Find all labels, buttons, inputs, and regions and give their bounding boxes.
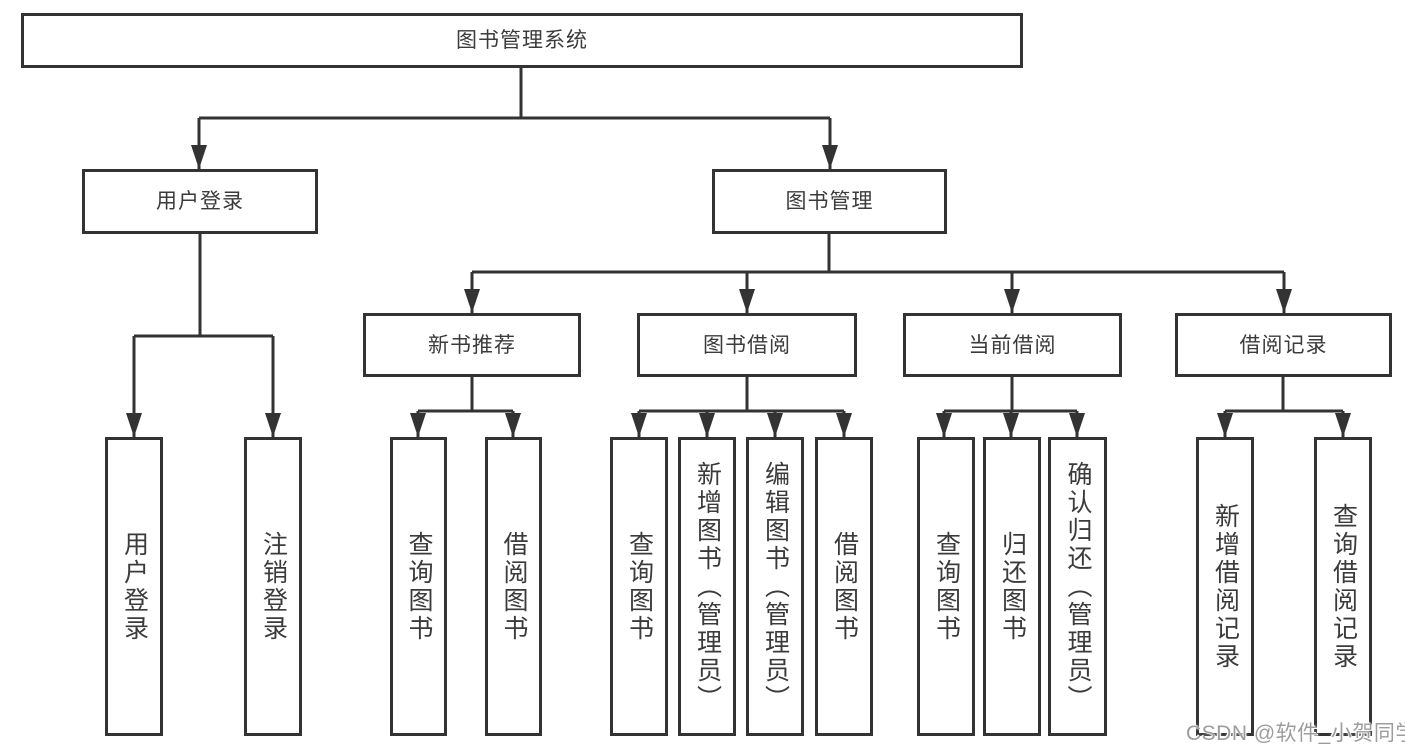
node-borrow-records: 借阅记录 bbox=[1175, 313, 1392, 377]
connector-trunk-lines bbox=[134, 68, 1343, 413]
leaf-query-borrow-record: 查询借阅记录 bbox=[1314, 437, 1372, 736]
csdn-watermark: CSDN @软件_小贺同学 bbox=[1186, 722, 1405, 745]
leaf-borrow-books-recommend: 借阅图书 bbox=[485, 437, 542, 736]
leaf-edit-books-admin: 编辑图书（管理员） bbox=[746, 437, 804, 736]
node-current-borrowing: 当前借阅 bbox=[903, 313, 1122, 377]
leaf-add-borrow-record: 新增借阅记录 bbox=[1196, 437, 1254, 736]
leaf-return-books: 归还图书 bbox=[983, 437, 1041, 736]
leaf-confirm-return-admin: 确认归还（管理员） bbox=[1048, 437, 1107, 736]
node-book-management: 图书管理 bbox=[712, 169, 947, 234]
node-user-login: 用户登录 bbox=[82, 169, 318, 234]
node-book-borrowing: 图书借阅 bbox=[637, 313, 857, 377]
leaf-logout: 注销登录 bbox=[244, 437, 302, 736]
leaf-user-login: 用户登录 bbox=[105, 437, 163, 736]
leaf-add-books-admin: 新增图书（管理员） bbox=[678, 437, 736, 736]
node-root-system: 图书管理系统 bbox=[21, 13, 1023, 68]
leaf-query-books-recommend: 查询图书 bbox=[390, 437, 447, 736]
leaf-borrow-books-borrowing: 借阅图书 bbox=[815, 437, 873, 736]
leaf-query-books-current: 查询图书 bbox=[917, 437, 975, 736]
node-new-book-recommend: 新书推荐 bbox=[363, 313, 581, 377]
leaf-query-books-borrowing: 查询图书 bbox=[610, 437, 668, 736]
